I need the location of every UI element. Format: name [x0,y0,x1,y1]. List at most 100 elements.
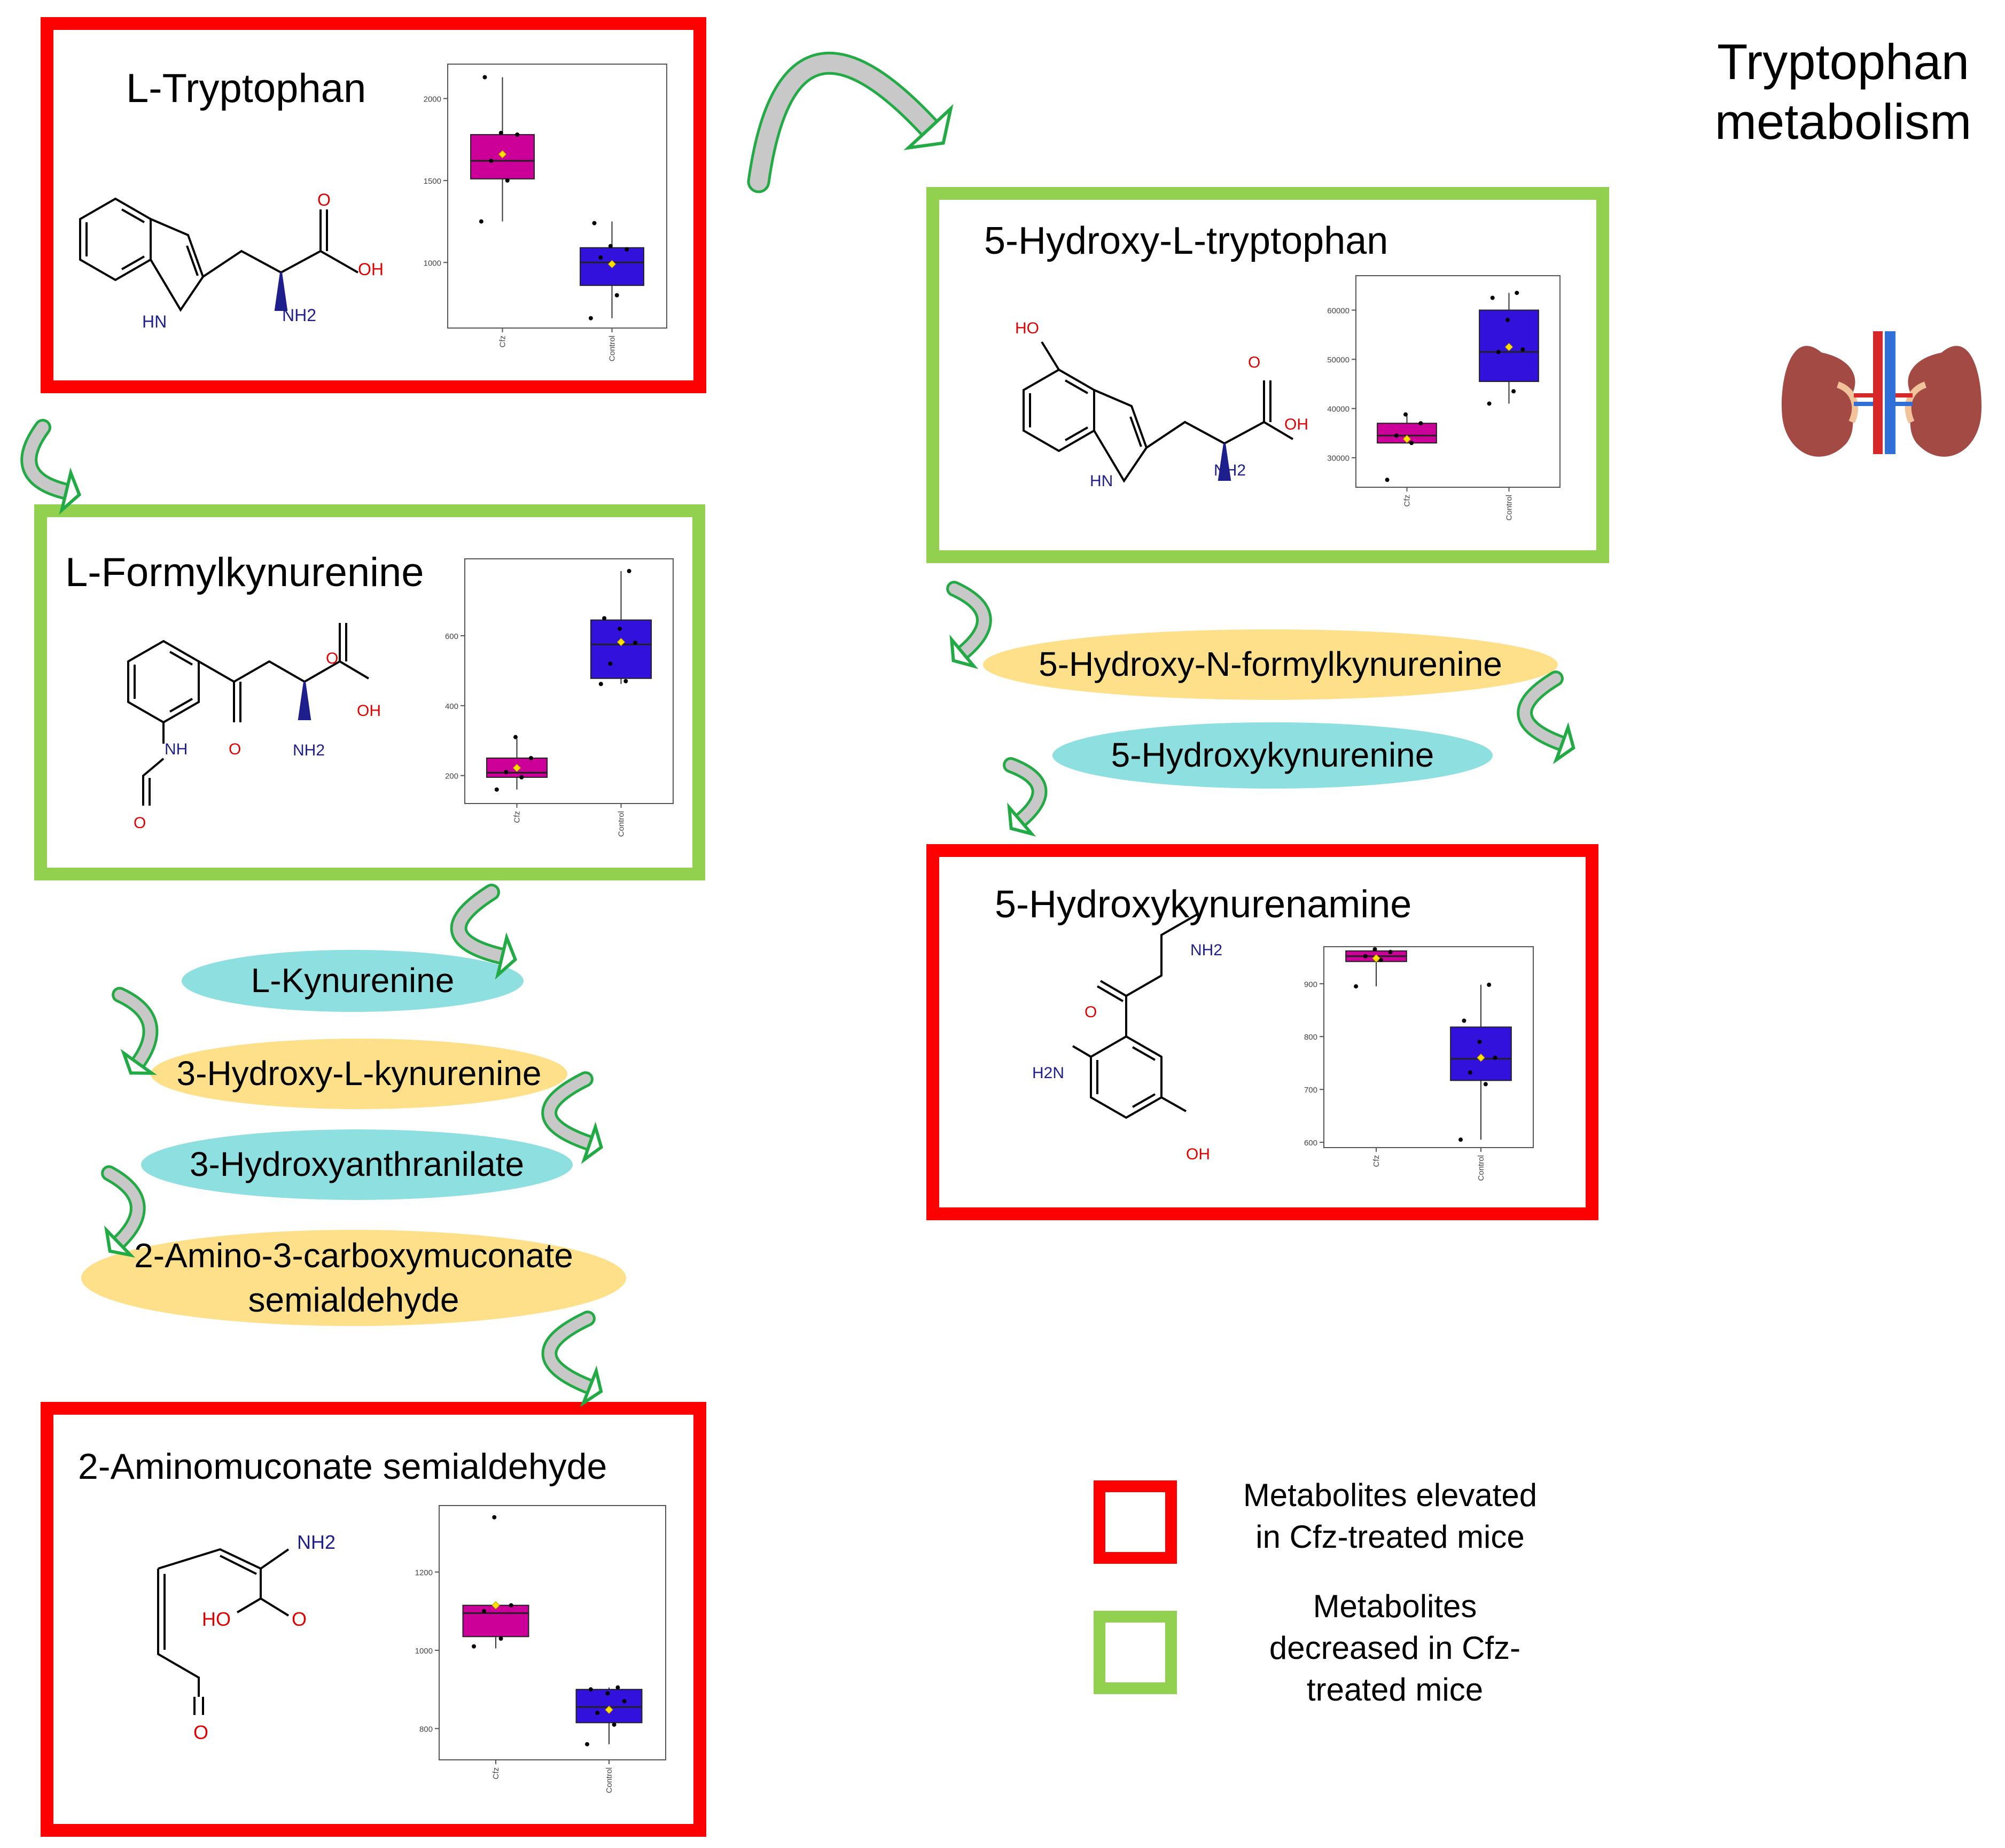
structure-htp [1023,341,1294,483]
point-hka-1-6 [1487,983,1492,987]
point-hka-1-0 [1458,1137,1463,1142]
ytick-label-nfk-0: 200 [445,772,458,781]
atom-ams-o2: O [193,1721,209,1743]
arrow-nfk-to-kyn-body [453,886,508,962]
arrow-hkyn-to-hka-body [1005,760,1045,826]
oval-hnfk: 5-Hydroxy-N-formylkynurenine [1039,645,1502,684]
oval-hk-shape [151,1039,567,1109]
point-trp-0-1 [505,178,510,183]
ytick-label-trp-2: 2000 [424,95,441,104]
point-nfk-0-4 [513,735,518,739]
point-nfk-0-3 [528,755,533,760]
point-trp-0-5 [482,75,487,80]
ytick-label-ams-1: 1000 [415,1647,433,1656]
atom-ams-o1: O [292,1608,307,1630]
point-nfk-0-2 [504,770,509,775]
point-ams-0-1 [498,1636,503,1641]
point-hka-1-5 [1462,1018,1466,1023]
point-hka-0-1 [1378,957,1383,962]
point-nfk-1-2 [608,661,613,666]
arrow-nfk-to-kyn-head [495,932,518,980]
box-title-trp: L-Tryptophan [126,66,366,111]
box-title-htp: 5-Hydroxy-L-tryptophan [984,220,1388,262]
atom-nfk-nh2: NH2 [293,742,325,759]
point-trp-1-3 [625,247,629,252]
box-title-ams: 2-Aminomuconate semialdehyde [78,1446,607,1487]
atom-htp-o: O [1248,354,1261,371]
point-hka-1-4 [1477,1040,1482,1044]
xtick-label-trp-0: Cfz [498,336,508,348]
point-nfk-1-4 [617,626,622,631]
point-hka-1-2 [1468,1070,1472,1075]
point-nfk-1-3 [633,641,637,645]
point-hka-0-2 [1363,954,1368,958]
xtick-label-hka-0: Cfz [1372,1155,1381,1167]
ytick-label-hka-0: 600 [1304,1139,1317,1148]
point-ams-1-3 [622,1699,627,1704]
oval-hk: 3-Hydroxy-L-kynurenine [176,1054,542,1093]
atom-htp-oh: OH [1284,416,1308,433]
structure-nfk [127,623,370,806]
atom-trp-oh: OH [358,260,384,279]
legend-square-elevated [1094,1480,1177,1564]
frame-hka [926,844,1598,1220]
ytick-label-trp-1: 1500 [424,177,441,186]
atom-htp-nh2: NH2 [1214,462,1246,479]
ytick-label-htp-0: 30000 [1327,454,1349,463]
ytick-label-htp-1: 40000 [1327,405,1349,414]
point-nfk-1-5 [602,616,607,621]
arrow-haa-to-acms-body [104,1168,143,1248]
mean-trp-0 [498,150,507,159]
point-trp-1-5 [592,221,597,225]
legend-text-elevated: Metabolites elevated in Cfz-treated mice [1243,1477,1538,1555]
point-nfk-1-1 [623,679,628,683]
point-ams-1-5 [588,1687,593,1692]
point-htp-0-1 [1409,441,1414,446]
frame-nfk [34,504,705,880]
point-trp-1-4 [608,244,613,248]
legend-square-decreased [1094,1611,1177,1694]
point-ams-1-0 [585,1742,590,1746]
structure-ams [157,1548,290,1715]
arrow-nfk-to-kyn [450,884,518,980]
diagram-title: Tryptophan metabolism [1672,32,2005,152]
kidney-illustration [1781,331,1982,457]
mean-trp-1 [607,260,617,269]
atom-nfk-o3: O [134,814,146,832]
arrow-hk-to-haa-body [544,1074,595,1149]
point-hka-0-3 [1388,949,1393,954]
arrow-haa-to-acms-head [104,1225,136,1258]
point-trp-0-2 [489,159,494,163]
box-title-nfk: L-Formylkynurenine [65,550,424,595]
oval-hkyn-shape [1052,722,1493,789]
ytick-label-htp-3: 60000 [1327,306,1349,315]
oval-haa-shape [141,1129,573,1200]
arrow-hnfk-to-hkyn-body [1519,673,1567,749]
atom-nfk-nh: NH [165,740,188,758]
title-line-2: metabolism [1714,93,1972,150]
point-nfk-0-0 [494,787,499,792]
xtick-label-ams-1: Control [605,1767,614,1793]
point-ams-1-1 [612,1722,617,1727]
ytick-label-hka-1: 700 [1304,1086,1317,1095]
title-line-1: Tryptophan [1717,34,1970,90]
arrow-acms-to-ams [541,1311,603,1407]
arrow-trp-to-htp [747,51,954,193]
point-ams-0-0 [472,1644,477,1649]
arrow-trp-to-nfk-body [23,422,72,497]
point-ams-1-4 [605,1691,610,1696]
arrow-hkyn-to-hka-head [1007,802,1036,837]
arrow-haa-to-acms [101,1165,146,1258]
point-trp-0-4 [498,130,503,135]
ytick-label-trp-0: 1000 [424,259,441,268]
arrow-hnfk-to-hkyn [1517,670,1575,765]
arrow-htp-to-hnfk [946,581,992,669]
box-title-hka: 5-Hydroxykynurenamine [995,883,1412,926]
atom-nfk-oh: OH [357,702,381,720]
arrow-trp-to-nfk-head [59,467,82,515]
atom-hka-h2n: H2N [1032,1064,1065,1082]
